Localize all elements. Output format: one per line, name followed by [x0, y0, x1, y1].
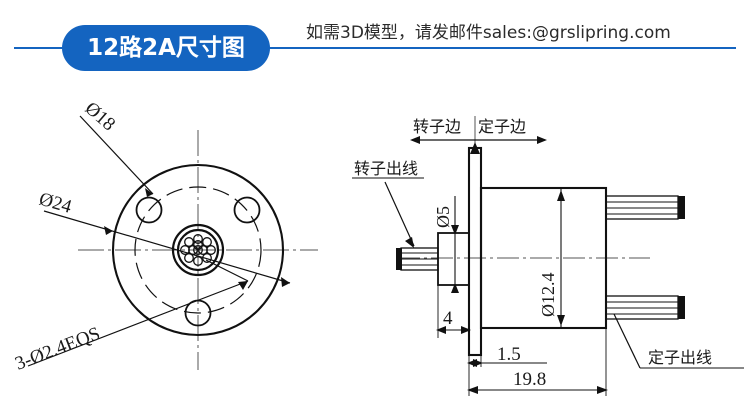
front-view-group: Ø18 Ø24 3-Ø2.4EQS	[12, 98, 318, 375]
label-body-diameter: Ø12.4	[538, 273, 558, 318]
leader-stator-lead	[613, 313, 744, 369]
dimension-overall-length	[467, 328, 608, 396]
side-view-stator-wire-bundle-lower	[605, 295, 685, 320]
side-view-stator-arrowhead	[537, 136, 547, 144]
technical-drawing: Ø18 Ø24 3-Ø2.4EQS	[0, 78, 750, 416]
label-shaft-diameter: Ø5	[433, 206, 453, 228]
page-title-badge: 12路2A尺寸图	[62, 25, 270, 71]
front-view-bolt-circle	[134, 186, 262, 314]
dimension-flange-thickness	[467, 328, 547, 367]
side-view-flange	[467, 146, 483, 357]
label-stator-lead: 定子出线	[648, 348, 712, 367]
label-shaft-length: 4	[443, 308, 453, 329]
front-view-bolt-hole	[233, 196, 261, 224]
label-stator-side: 定子边	[478, 117, 526, 136]
label-bolt-holes: 3-Ø2.4EQS	[12, 323, 103, 375]
label-rotor-lead: 转子出线	[354, 159, 418, 178]
side-view-group: Ø5 Ø12.4 4	[352, 116, 744, 396]
label-bolt-circle-diameter: Ø18	[81, 98, 119, 135]
front-view-hub-leader	[205, 259, 249, 282]
dimension-body-diameter	[557, 188, 565, 328]
label-flange-thickness: 1.5	[497, 344, 521, 365]
label-overall-length: 19.8	[513, 369, 546, 390]
side-view-rotor-arrowhead	[410, 136, 420, 144]
side-view-rotor-wire-bundle	[396, 247, 439, 271]
leader-rotor-lead	[352, 177, 424, 248]
label-outer-diameter: Ø24	[37, 189, 75, 218]
front-view-outer-circle	[111, 163, 285, 337]
front-view-bolt-hole	[135, 196, 163, 224]
side-view-shaft-boss	[437, 232, 470, 286]
front-view-hub-outer-ring	[171, 223, 225, 277]
dimension-shaft-length	[436, 285, 471, 355]
page-title: 12路2A尺寸图	[87, 34, 245, 61]
front-view-leader-bolt-holes	[27, 280, 249, 367]
label-rotor-side: 转子边	[413, 117, 461, 136]
dimension-shaft-diameter	[451, 196, 459, 293]
side-view-body	[479, 186, 608, 330]
front-view-leader-d18	[79, 115, 154, 197]
page-header: 12路2A尺寸图 如需3D模型，请发邮件sales:@grslipring.co…	[0, 0, 750, 78]
side-view-stator-wire-bundle-upper	[605, 195, 685, 220]
header-rule-left	[14, 47, 78, 49]
front-view-leader-d24	[43, 210, 291, 287]
header-rule-right	[268, 47, 736, 49]
contact-email-text: 如需3D模型，请发邮件sales:@grslipring.com	[306, 23, 671, 43]
